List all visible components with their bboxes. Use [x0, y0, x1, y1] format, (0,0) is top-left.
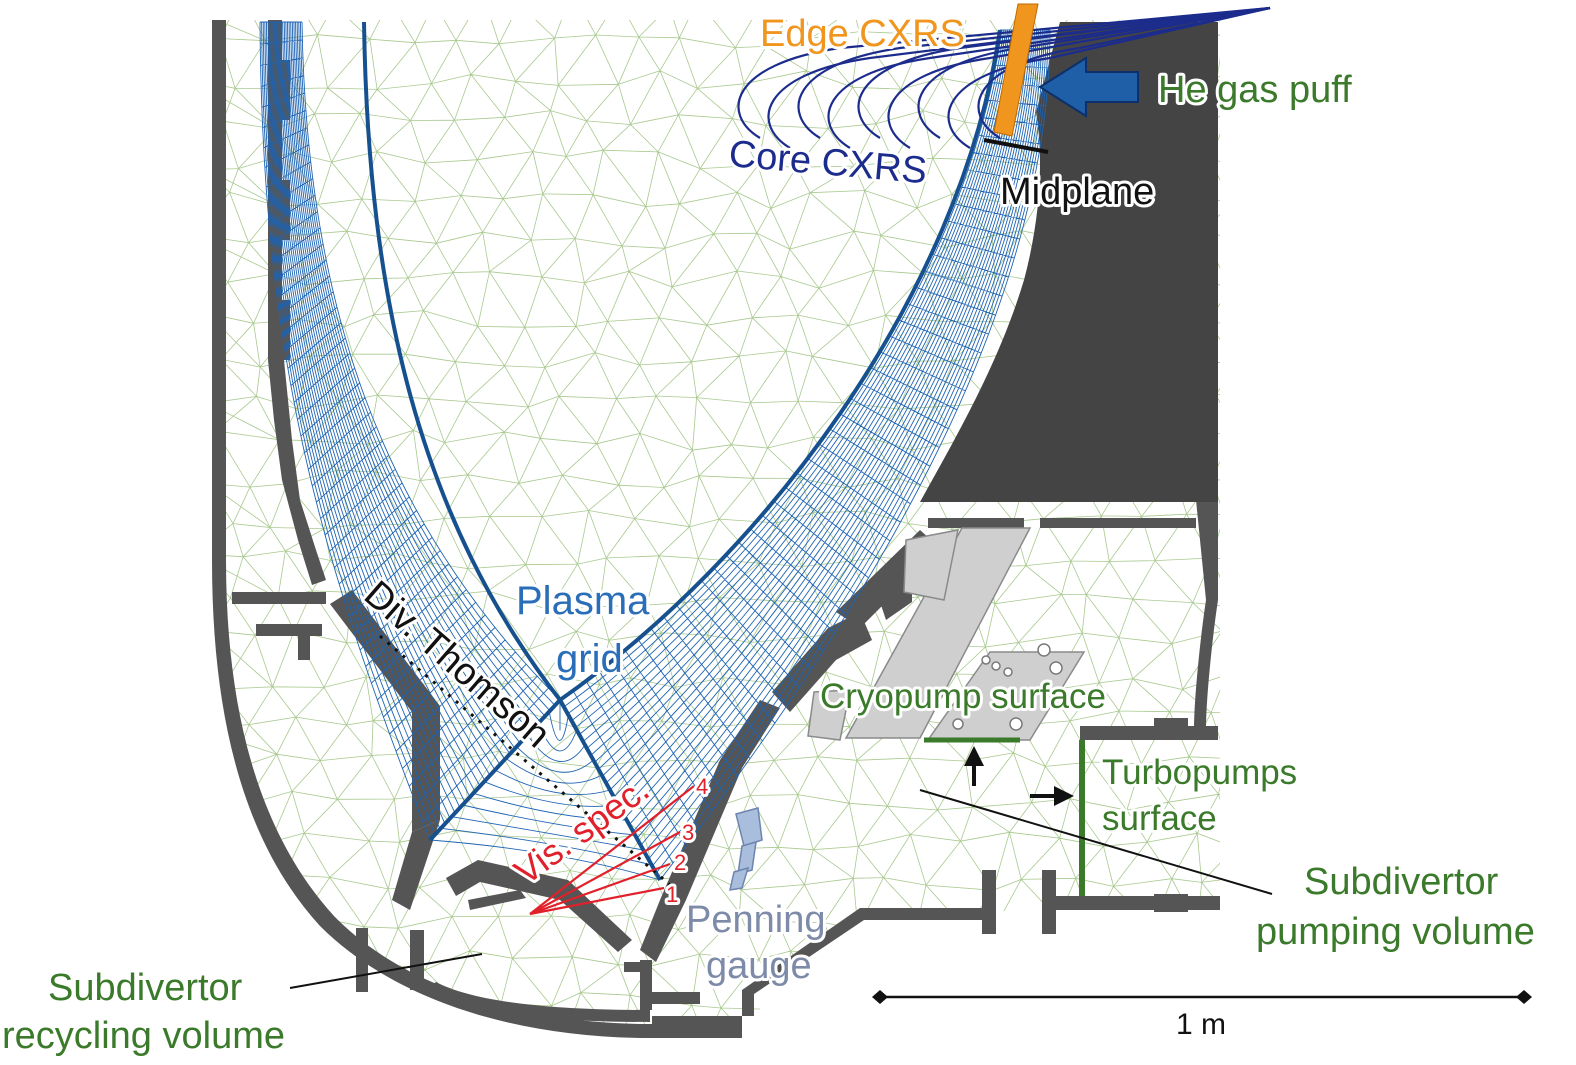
core-cxrs-lines	[737, 6, 1271, 149]
sub-pumping-label-line2: pumping volume	[1256, 911, 1535, 953]
core-cxrs-line-4	[827, 6, 1271, 149]
pump-duct-top	[928, 518, 1024, 528]
midplane-label: Midplane	[1000, 171, 1154, 213]
chord-3-label: 3	[682, 820, 694, 845]
cryopump-panel-2	[926, 651, 1086, 741]
t-bracket-left	[256, 624, 322, 660]
subdivertor-floor-2	[410, 930, 424, 990]
cryopump-surface-label: Cryopump surface	[820, 677, 1106, 716]
core-cxrs-line-6	[887, 6, 1271, 149]
penning-gauge-label-line2: gauge	[706, 945, 812, 987]
cryopump-part-2	[807, 689, 851, 741]
core-cxrs-line-7	[917, 6, 1271, 139]
turbopumps-label-line2: surface	[1102, 799, 1217, 838]
penning-gauge-icon	[729, 807, 763, 891]
inner-target-foot	[392, 820, 440, 910]
chord-2-label: 2	[674, 850, 686, 875]
sub-pumping-label-line1: Subdivertor	[1304, 861, 1499, 903]
vis-spec-chord-2	[529, 862, 671, 916]
turbopumps-label-line1: Turbopumps	[1102, 753, 1297, 792]
small-plug	[624, 962, 640, 972]
subdivertor-floor	[356, 928, 368, 992]
outer-baffle-upper	[772, 612, 872, 712]
inner-divertor-target	[330, 590, 440, 832]
penning-gauge-label-line1: Penning	[686, 899, 825, 941]
midplane-line	[983, 138, 1049, 154]
first-wall-tiles	[268, 20, 326, 585]
cryopump-part	[903, 529, 959, 601]
lower-duct	[742, 908, 990, 1016]
edge-cxrs-label: Edge CXRS	[760, 13, 965, 55]
outer-foot-2	[652, 1016, 742, 1028]
vis-spec-chords	[529, 785, 695, 916]
mid-shelf-left	[232, 592, 326, 604]
separatrix	[362, 21, 1002, 881]
vessel-wall	[212, 20, 1220, 1038]
vis-spec-chord-4	[529, 785, 695, 915]
he-gas-puff-label: He gas puff	[1158, 69, 1352, 111]
core-cxrs-line-9	[977, 6, 1271, 139]
recycling-volume-leader	[289, 953, 483, 989]
he-gas-puff-arrow	[1038, 56, 1139, 118]
dome-slot	[468, 890, 526, 910]
plasma-grid-label-line1: Plasma	[516, 579, 650, 623]
outer-baffle	[640, 960, 652, 1010]
scale-bar-label: 1 m	[1176, 1008, 1226, 1041]
lower-flange-1	[982, 870, 996, 934]
plasma-grid-label-line2: grid	[556, 637, 623, 681]
plasma-grid	[259, 21, 1051, 881]
lower-flange-2	[1042, 870, 1056, 934]
lower-duct-right	[1056, 896, 1220, 910]
chord-4-label: 4	[696, 774, 708, 799]
sub-recycling-label-line2: recycling volume	[2, 1015, 285, 1057]
edge-cxrs-bar	[993, 3, 1039, 137]
outer-baffle-upper-3	[876, 560, 912, 620]
core-cxrs-line-3	[797, 6, 1271, 139]
cryopump-equipment	[807, 527, 1086, 741]
turbopump-box-top	[1080, 726, 1218, 740]
scale-bar	[872, 990, 1532, 1004]
pumping-volume-leader	[919, 789, 1273, 895]
baffle-inner	[424, 982, 650, 1022]
vis-spec-chord-3	[529, 831, 681, 915]
core-cxrs-line-1	[737, 6, 1271, 139]
outer-wall-block	[920, 22, 1218, 502]
turbopump-box-notch	[1154, 718, 1188, 728]
sub-recycling-label-line1: Subdivertor	[48, 967, 243, 1009]
core-cxrs-line-8	[947, 6, 1271, 149]
core-cxrs-label: Core CXRS	[727, 133, 928, 192]
core-cxrs-line-2	[767, 6, 1271, 149]
pump-duct-top-2	[1040, 518, 1196, 528]
lower-duct-nub	[1154, 894, 1188, 912]
cryopump-holes	[952, 643, 1063, 731]
divertor-dome	[446, 860, 632, 952]
vis-spec-chord-1	[529, 886, 665, 916]
chord-1-label: 1	[666, 882, 678, 907]
outer-foot	[652, 992, 700, 1004]
outer-divertor-target	[640, 700, 780, 962]
pump-duct-side	[1194, 500, 1218, 730]
cryopump-panel-1	[844, 527, 1032, 739]
core-cxrs-line-5	[857, 6, 1271, 139]
